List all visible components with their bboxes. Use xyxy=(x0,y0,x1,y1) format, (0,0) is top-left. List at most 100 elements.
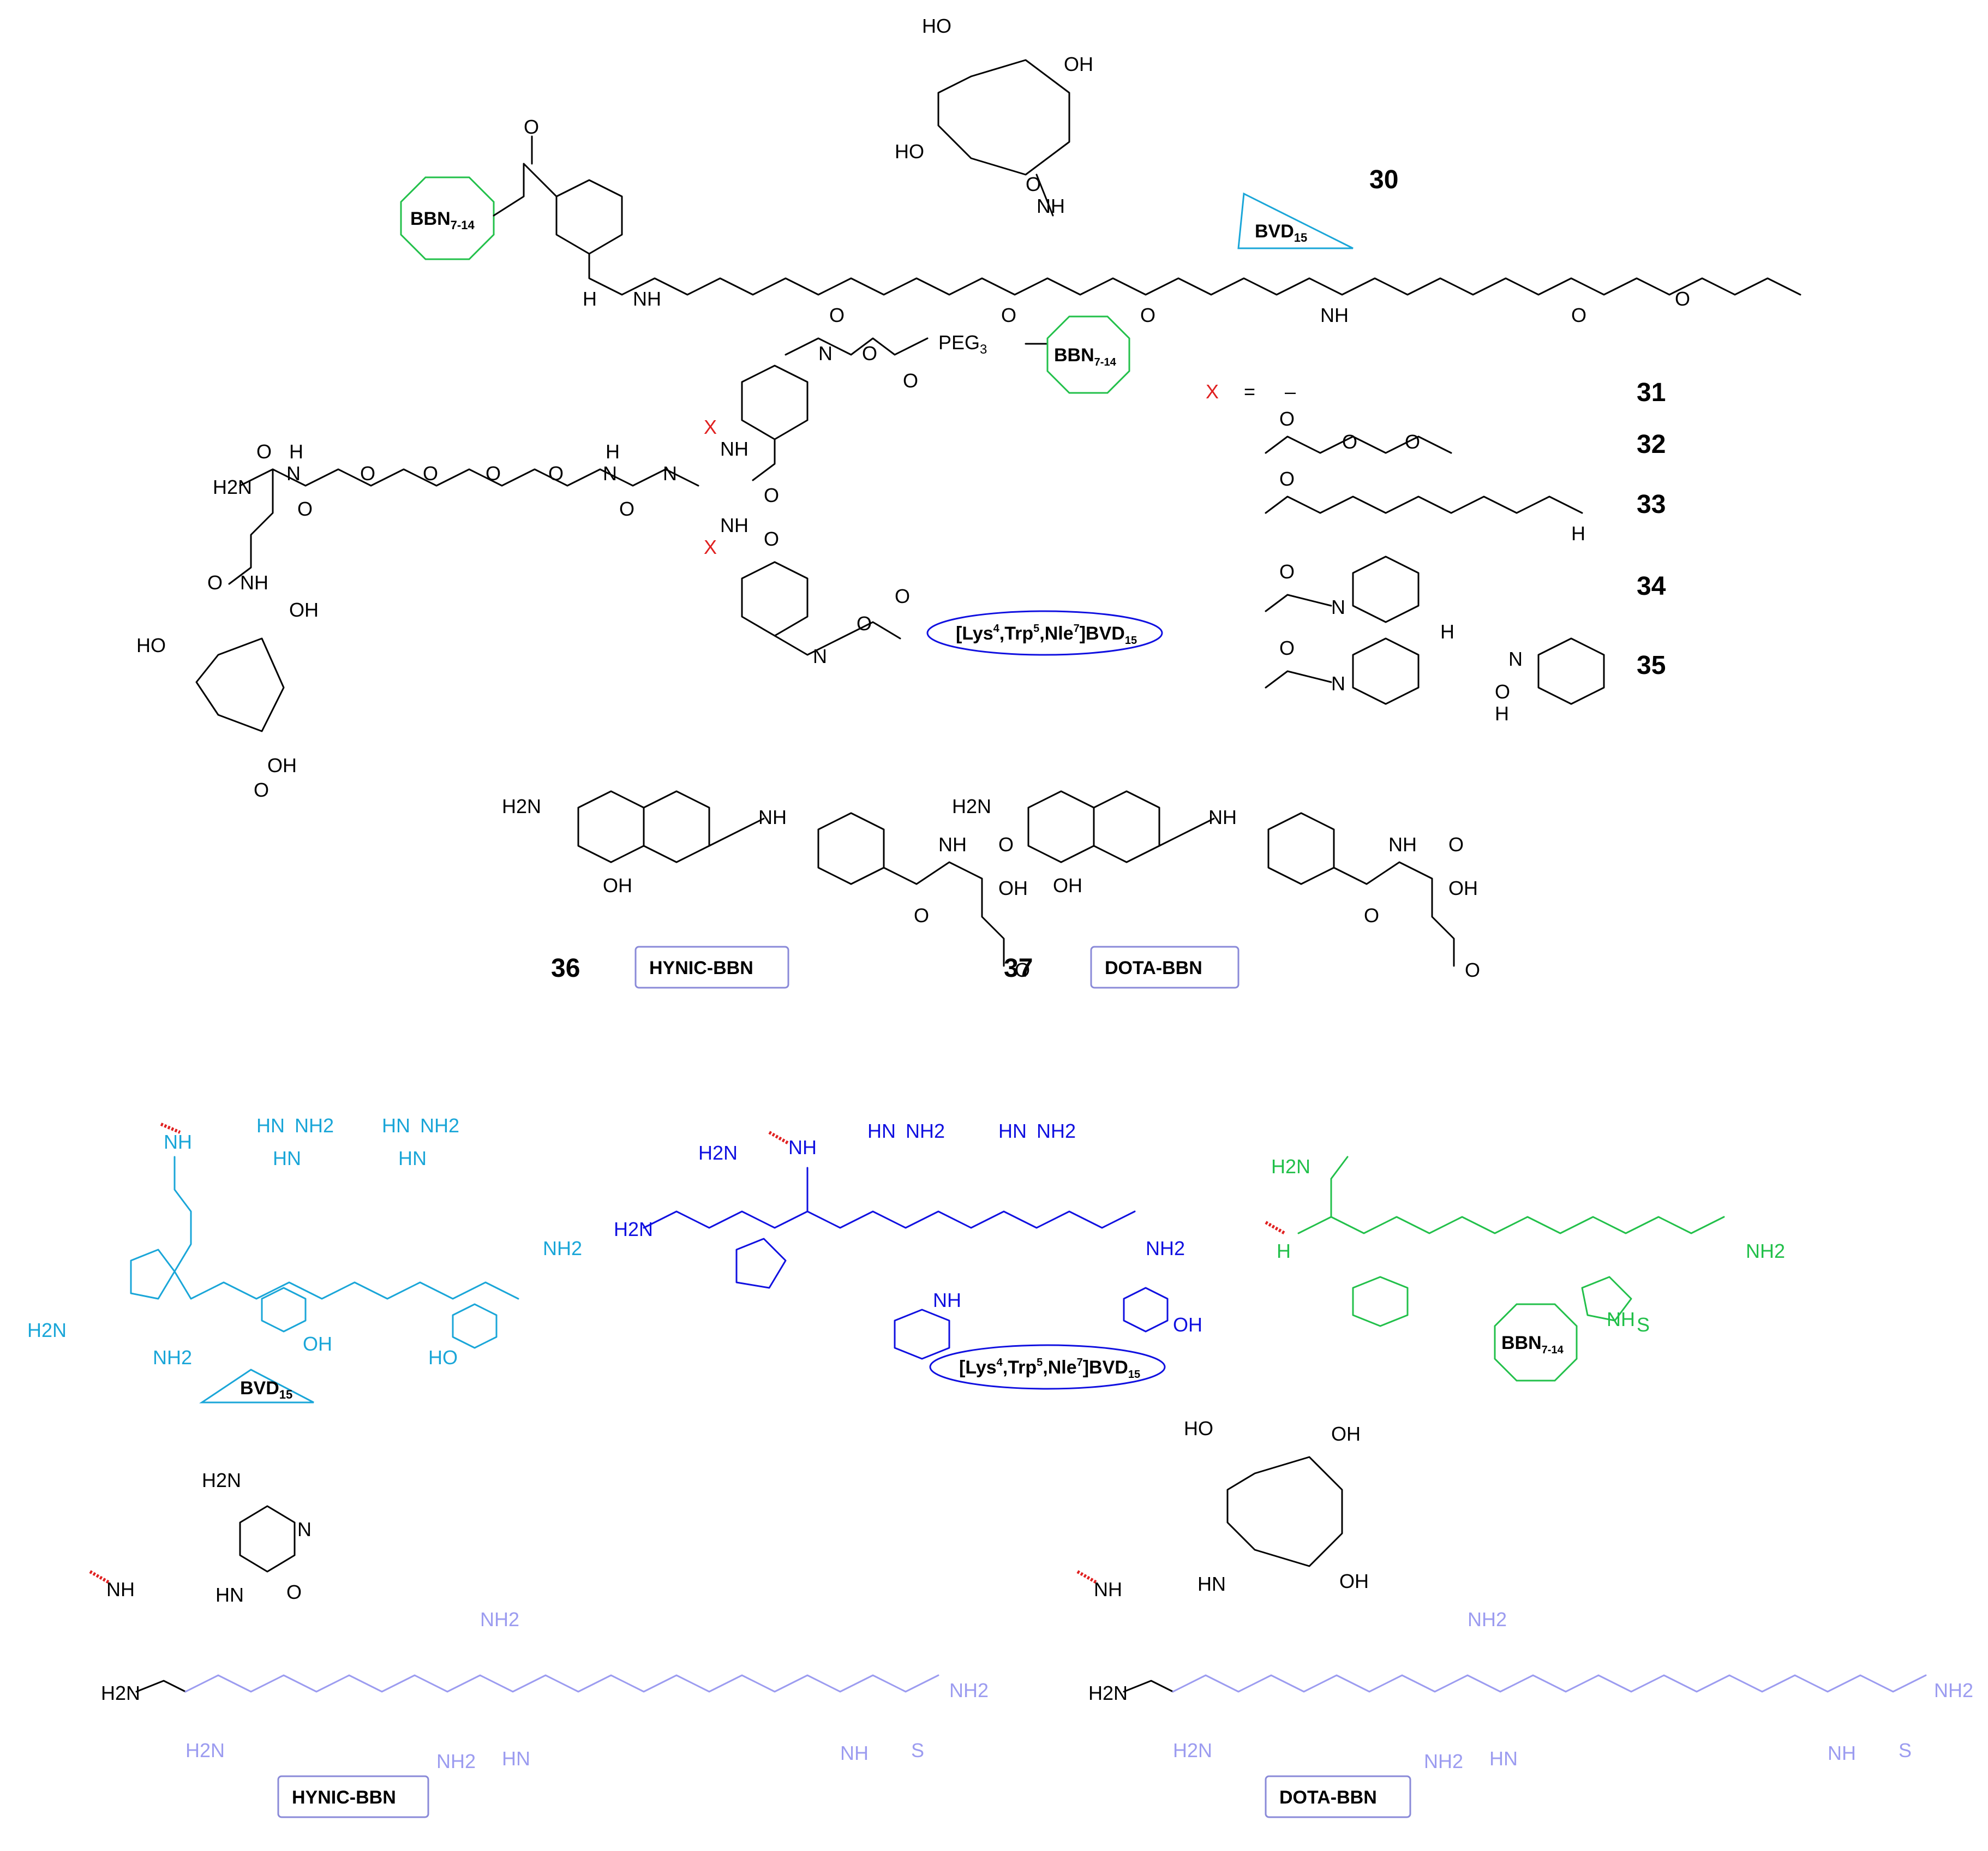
lys-trp-nle-bvd15-ellipse-tag-2 xyxy=(929,1344,1166,1390)
atom-o: O xyxy=(1279,468,1295,490)
atom-o: O xyxy=(256,440,272,463)
atom-n: N xyxy=(818,342,833,365)
atom-h2n: H2N xyxy=(698,1142,738,1164)
lys-bvd-prefix: [Lys xyxy=(956,623,993,644)
atom-oh: OH xyxy=(603,874,632,897)
atom-o: O xyxy=(1571,304,1586,326)
lys-bvd2-end: ]BVD xyxy=(1083,1357,1128,1378)
peg3-sub: 3 xyxy=(980,342,987,357)
atom-nh: NH xyxy=(240,571,268,594)
atom-nh: NH xyxy=(938,833,967,856)
atom-o: O xyxy=(1001,304,1016,326)
compound-36: H2N OH NH O NH O OH O HYNIC-BBN 36 xyxy=(502,790,1030,989)
legend-equals: = xyxy=(1244,380,1255,403)
atom-ho: HO xyxy=(428,1346,458,1369)
bvd15-tag-label: BVD xyxy=(1255,221,1294,242)
compound-label-35: 35 xyxy=(1637,651,1666,680)
atom-nh: NH xyxy=(1094,1578,1122,1601)
svg-text:BBN7-14: BBN7-14 xyxy=(1054,345,1117,368)
atom-nh2: NH2 xyxy=(949,1679,989,1701)
lys-bvd2-sup1: 4 xyxy=(997,1357,1003,1369)
compound-30: BBN7-14 O H NH O O O NH O O HO OH HO O N… xyxy=(400,15,1801,326)
atom-ho: HO xyxy=(895,140,924,163)
svg-text:BVD15: BVD15 xyxy=(1255,221,1307,244)
atom-nh: NH xyxy=(1320,304,1349,326)
atom-o: O xyxy=(360,462,375,485)
atom-nh: NH xyxy=(1037,195,1065,217)
atom-oh: OH xyxy=(1053,874,1082,897)
atom-nh: NH xyxy=(933,1289,961,1311)
atom-h2n: H2N xyxy=(952,795,991,817)
atom-oh: OH xyxy=(1339,1570,1369,1592)
atom-o: O xyxy=(895,585,910,607)
atom-nh: NH xyxy=(633,288,661,310)
lys-trp-nle-bvd15-ellipse-tag xyxy=(926,610,1163,656)
atom-o: O xyxy=(548,462,564,485)
atom-oh: OH xyxy=(289,599,319,621)
atom-n: N xyxy=(286,462,301,485)
atom-o: O xyxy=(829,304,845,326)
peptide-dota-bbn: HO OH OH HN NH H2N NH2 NH2 H2N NH2 HN NH… xyxy=(1076,1417,1973,1818)
atom-nh2: NH2 xyxy=(480,1608,519,1631)
atom-hn: HN xyxy=(1197,1573,1226,1595)
compound-label-30: 30 xyxy=(1369,165,1398,194)
bbn-tag-sub: 7-14 xyxy=(451,218,475,232)
lys-bvd-mid1: ,Trp xyxy=(999,623,1033,644)
svg-text:BBN7-14: BBN7-14 xyxy=(410,208,475,232)
hynic-bbn-tag-36: HYNIC-BBN xyxy=(649,958,753,978)
bvd15-tag2-sub: 15 xyxy=(279,1388,292,1401)
atom-h2n: H2N xyxy=(185,1739,225,1762)
atom-s: S xyxy=(911,1739,924,1762)
atom-o: O xyxy=(1279,637,1295,659)
atom-o: O xyxy=(254,779,269,801)
atom-o: O xyxy=(998,833,1014,856)
atom-o: O xyxy=(286,1581,302,1603)
atom-o: O xyxy=(1342,431,1357,453)
atom-hn: HN xyxy=(867,1120,896,1142)
peptide-bvd15: NH HN NH2 HN NH2 HN HN NH2 H2N NH2 OH HO… xyxy=(27,1114,582,1404)
atom-s: S xyxy=(1899,1739,1912,1762)
legend-none-dash: – xyxy=(1285,380,1296,403)
atom-nh: NH xyxy=(1828,1742,1856,1764)
atom-oh: OH xyxy=(1064,53,1093,75)
atom-h: H xyxy=(289,440,303,463)
atom-nh: NH xyxy=(758,806,787,828)
atom-nh2: NH2 xyxy=(1037,1120,1076,1142)
bbn-tag3-sub: 7-14 xyxy=(1542,1344,1564,1356)
compound-label-32: 32 xyxy=(1637,430,1666,459)
atom-o: O xyxy=(1405,431,1420,453)
atom-h2n: H2N xyxy=(1271,1155,1310,1178)
atom-o: O xyxy=(1448,833,1464,856)
lys-bvd2-mid2: ,Nle xyxy=(1043,1357,1076,1378)
lys-bvd-mid2: ,Nle xyxy=(1039,623,1073,644)
atom-o: O xyxy=(1675,288,1690,310)
bbn-octagon-tag-3 xyxy=(1494,1303,1578,1382)
atom-oh: OH xyxy=(1331,1423,1361,1445)
legend-x-symbol: X xyxy=(1206,380,1219,403)
atom-nh2: NH2 xyxy=(420,1114,459,1137)
atom-n: N xyxy=(297,1518,312,1540)
svg-text:PEG3: PEG3 xyxy=(938,331,987,357)
compound-label-33: 33 xyxy=(1637,490,1666,519)
atom-hn: HN xyxy=(1489,1747,1518,1770)
atom-n: N xyxy=(663,462,677,485)
atom-ho: HO xyxy=(136,634,166,656)
compound-label-34: 34 xyxy=(1637,572,1666,601)
lys-bvd2-sup2: 5 xyxy=(1037,1357,1043,1369)
lys-bvd-sub: 15 xyxy=(1125,635,1137,647)
atom-o: O xyxy=(862,342,877,365)
svg-text:[Lys4,Trp5,Nle7]BVD15: [Lys4,Trp5,Nle7]BVD15 xyxy=(956,623,1137,647)
atom-oh: OH xyxy=(1173,1313,1202,1336)
atom-nh: NH xyxy=(720,514,749,536)
atom-nh: NH xyxy=(1607,1308,1635,1330)
atom-o: O xyxy=(207,571,223,594)
atom-h: H xyxy=(1571,522,1585,545)
compound-label-36: 36 xyxy=(551,954,580,983)
atom-h2n-hydrazine: H2N xyxy=(202,1469,241,1491)
compound-31-35-core: N O O PEG3 BBN7-14 O X NH H2N O H N O O … xyxy=(136,315,1163,801)
atom-n: N xyxy=(603,462,617,485)
atom-nh2: NH2 xyxy=(436,1750,476,1772)
hynic-bbn-tag: HYNIC-BBN xyxy=(292,1787,396,1808)
atom-h2n: H2N xyxy=(502,795,541,817)
atom-nh: NH xyxy=(720,438,749,460)
